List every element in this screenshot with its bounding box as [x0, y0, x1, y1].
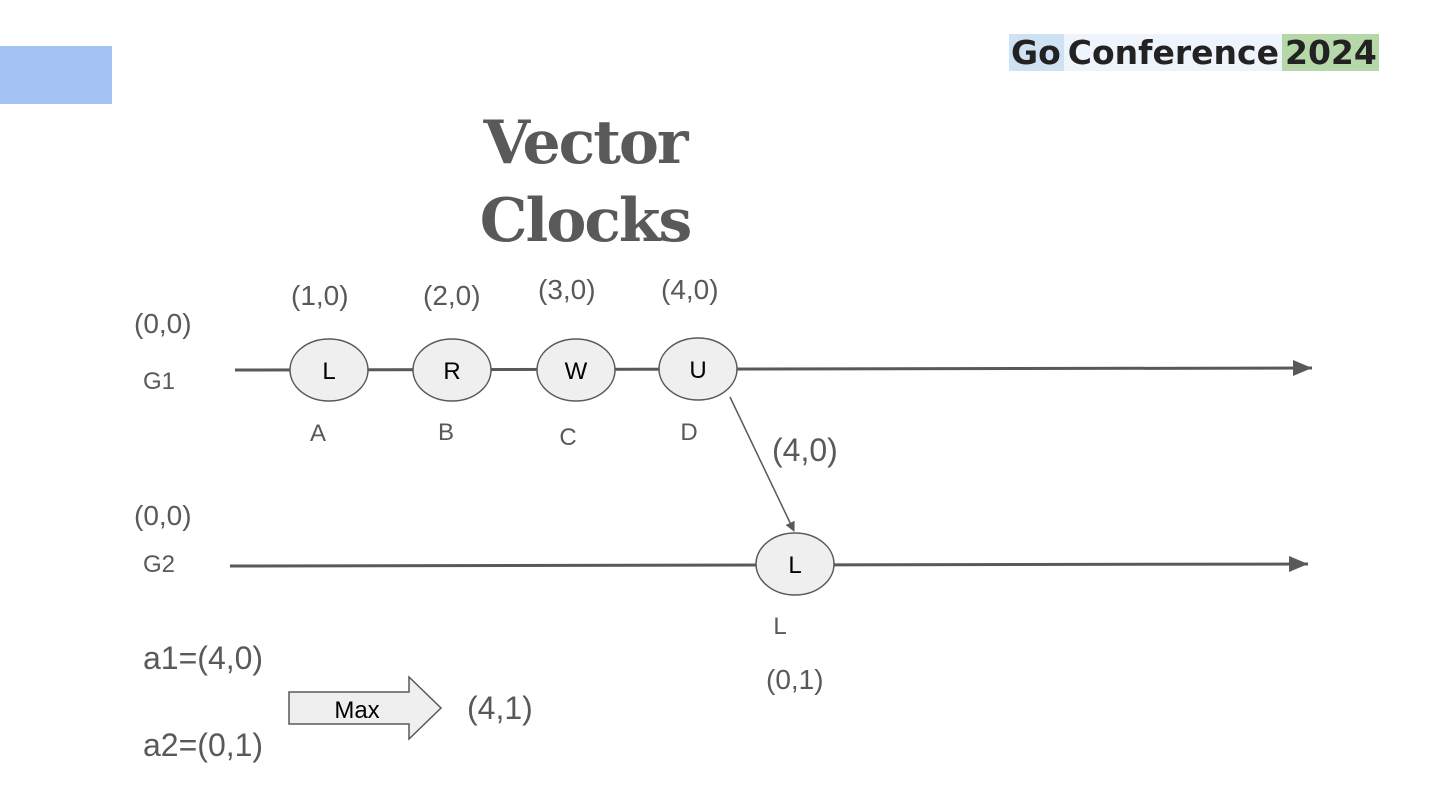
message-clock: (4,0) — [772, 432, 838, 468]
merge-result: (4,1) — [467, 690, 533, 726]
g2-initial-clock: (0,0) — [134, 500, 192, 531]
event-c-name: C — [559, 424, 576, 451]
event-g2-clock: (0,1) — [766, 664, 824, 695]
event-d-symbol: U — [689, 357, 706, 384]
title-line-1: Vector — [483, 108, 688, 178]
event-c-node — [536, 338, 616, 402]
g1-timeline-arrowhead — [1293, 360, 1312, 376]
event-g2-node — [755, 532, 835, 596]
g1-initial-clock: (0,0) — [134, 308, 192, 339]
g1-label: G1 — [143, 368, 175, 395]
g2-label: G2 — [143, 551, 175, 578]
event-b-clock: (2,0) — [423, 280, 481, 311]
event-b-name: B — [438, 419, 454, 446]
merge-a1: a1=(4,0) — [143, 640, 263, 676]
logo-year: 2024 — [1281, 34, 1379, 71]
event-a-clock: (1,0) — [291, 280, 349, 311]
logo-conference: Conference — [1063, 34, 1282, 71]
event-d-node — [658, 337, 738, 401]
conference-logo: Go Conference 2024 — [1009, 34, 1379, 71]
message-arrow — [729, 396, 795, 532]
slide-title: Vector Clocks — [470, 104, 700, 260]
title-line-2: Clocks — [479, 186, 692, 256]
accent-block — [0, 46, 112, 104]
g1-timeline — [234, 366, 1313, 372]
event-c-clock: (3,0) — [538, 274, 596, 305]
event-c-symbol: W — [565, 358, 588, 385]
event-g2-symbol: L — [788, 552, 801, 579]
logo-go: Go — [1009, 34, 1064, 71]
event-a-node — [289, 338, 369, 402]
merge-a2: a2=(0,1) — [143, 727, 263, 763]
event-b-symbol: R — [443, 358, 460, 385]
max-label: Max — [334, 697, 379, 724]
event-b-node — [412, 338, 492, 402]
event-a-symbol: L — [322, 358, 335, 385]
event-d-name: D — [680, 419, 697, 446]
event-d-clock: (4,0) — [661, 274, 719, 305]
max-arrow-shape — [288, 675, 443, 741]
event-a-name: A — [310, 420, 326, 447]
g2-timeline-arrowhead — [1289, 556, 1308, 572]
event-g2-name: L — [773, 613, 786, 640]
